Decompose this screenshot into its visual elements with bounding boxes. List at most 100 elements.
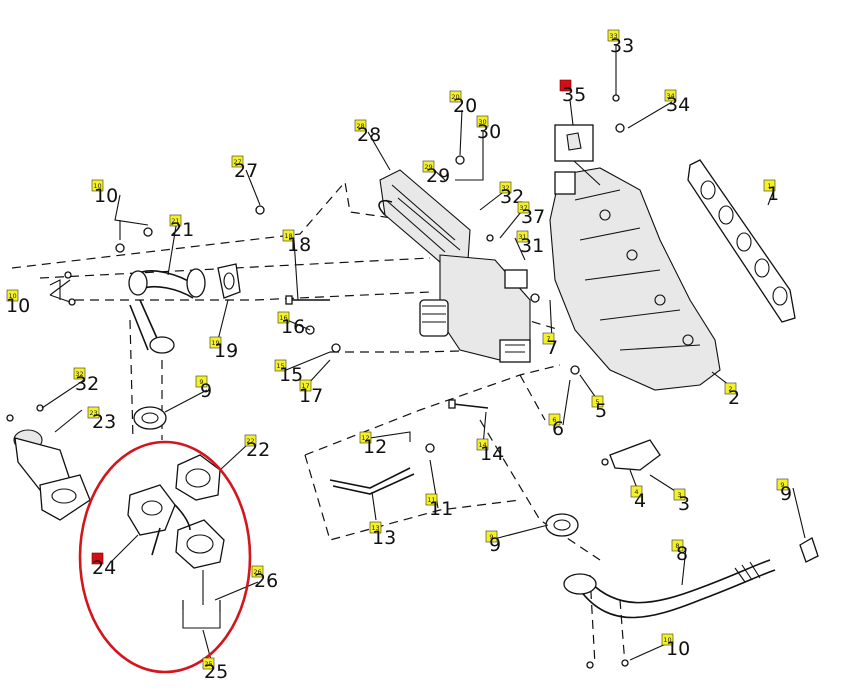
callout-tag-box [449, 90, 462, 103]
callout-tag-box [369, 521, 382, 534]
callout-c9c: 99 [485, 530, 501, 556]
callout-tag-number: 10 [93, 182, 101, 190]
callout-tag-number: 2 [728, 385, 732, 393]
callout-tag-box [169, 214, 182, 227]
callout-number: 19 [214, 340, 238, 362]
callout-c5: 55 [591, 395, 607, 422]
callout-c24: 24 [91, 552, 116, 579]
callout-tag-number: 11 [427, 496, 435, 504]
callout-tag-box [195, 375, 208, 388]
egr-valve-assembly [419, 254, 531, 363]
callout-tag-box [664, 89, 677, 102]
callout-tag-box [724, 382, 737, 395]
callout-number: 30 [477, 121, 501, 143]
callout-tag-number: 3 [677, 491, 681, 499]
long-bolts [285, 295, 489, 409]
part-19-gasket [217, 263, 241, 299]
callout-c4: 44 [630, 485, 646, 512]
callout-tag-box [548, 413, 561, 426]
highlight-ring [78, 440, 252, 674]
callout-tag-number: 9 [489, 533, 493, 541]
callout-tag-box [354, 119, 367, 132]
callout-tag-number: 17 [301, 382, 309, 390]
callout-number: 28 [357, 124, 381, 146]
callout-tag-number: 20 [451, 93, 459, 101]
callout-c2: 22 [724, 382, 740, 409]
callout-tag-box [671, 539, 684, 552]
callout-tag-box [209, 336, 222, 349]
callout-number: 32 [75, 373, 99, 395]
callout-tag-number: 9 [780, 481, 784, 489]
callout-tag-box [282, 229, 295, 242]
callout-number: 8 [676, 543, 688, 565]
part-28-egr-cooler [378, 169, 471, 263]
part-23-pipe-adapter [13, 429, 91, 521]
callout-c7: 77 [542, 332, 558, 359]
callout-tag-number: 27 [233, 158, 241, 166]
callout-tag-number: 13 [371, 524, 379, 532]
callout-tag-number: 22 [246, 437, 254, 445]
callout-number: 23 [92, 411, 116, 433]
callout-tag-number: 9 [199, 378, 203, 386]
callout-number: 14 [480, 443, 504, 465]
callout-tag-box [91, 552, 104, 565]
callout-tag-number: 4 [634, 488, 638, 496]
part-22-24-flange-group [127, 454, 225, 629]
callout-tag-box [499, 181, 512, 194]
callout-tag-number: 14 [478, 441, 486, 449]
callout-tag-number: 10 [663, 636, 671, 644]
callout-tag-number: 23 [89, 409, 97, 417]
fasteners [6, 94, 629, 669]
callout-tag-number: 18 [284, 232, 292, 240]
callout-number: 20 [453, 95, 477, 117]
callout-tag-box [87, 406, 100, 419]
callout-tag-number: 34 [666, 92, 674, 100]
leader-lines [41, 45, 806, 661]
callout-c35: 35 [559, 79, 586, 106]
callout-tag-box [630, 485, 643, 498]
callout-c8: 88 [671, 539, 688, 565]
callout-number: 15 [279, 364, 303, 386]
callout-number: 17 [299, 385, 323, 407]
callout-c1: 11 [763, 179, 779, 205]
part-9-gaskets [133, 406, 819, 563]
callout-tag-box [607, 29, 620, 42]
callout-c3: 33 [673, 488, 690, 515]
callout-tag-number: 10 [8, 292, 16, 300]
callout-tag-box [559, 79, 572, 92]
callout-number: 11 [429, 498, 453, 520]
callout-labels: 1122334455667788999999101010101010111112… [6, 29, 792, 683]
callout-number: 34 [666, 94, 690, 116]
callout-tag-box [299, 379, 312, 392]
callout-number: 5 [595, 400, 607, 422]
callout-tag-number: 25 [204, 660, 212, 668]
callout-c6: 66 [548, 413, 564, 440]
callout-tag-number: 29 [424, 163, 432, 171]
callout-tag-box [516, 230, 529, 243]
part-13-bent-rod [329, 467, 415, 495]
callout-tag-number: 26 [253, 568, 261, 576]
callout-tag-box [91, 179, 104, 192]
callout-c9a: 99 [195, 375, 212, 402]
callout-number: 27 [234, 160, 258, 182]
callout-number: 9 [780, 483, 792, 505]
callout-number: 2 [728, 387, 740, 409]
callout-tag-box [73, 367, 86, 380]
callout-tag-number: 1 [767, 182, 771, 190]
part-1-manifold-gasket [687, 159, 796, 323]
callout-tag-number: 30 [478, 118, 486, 126]
